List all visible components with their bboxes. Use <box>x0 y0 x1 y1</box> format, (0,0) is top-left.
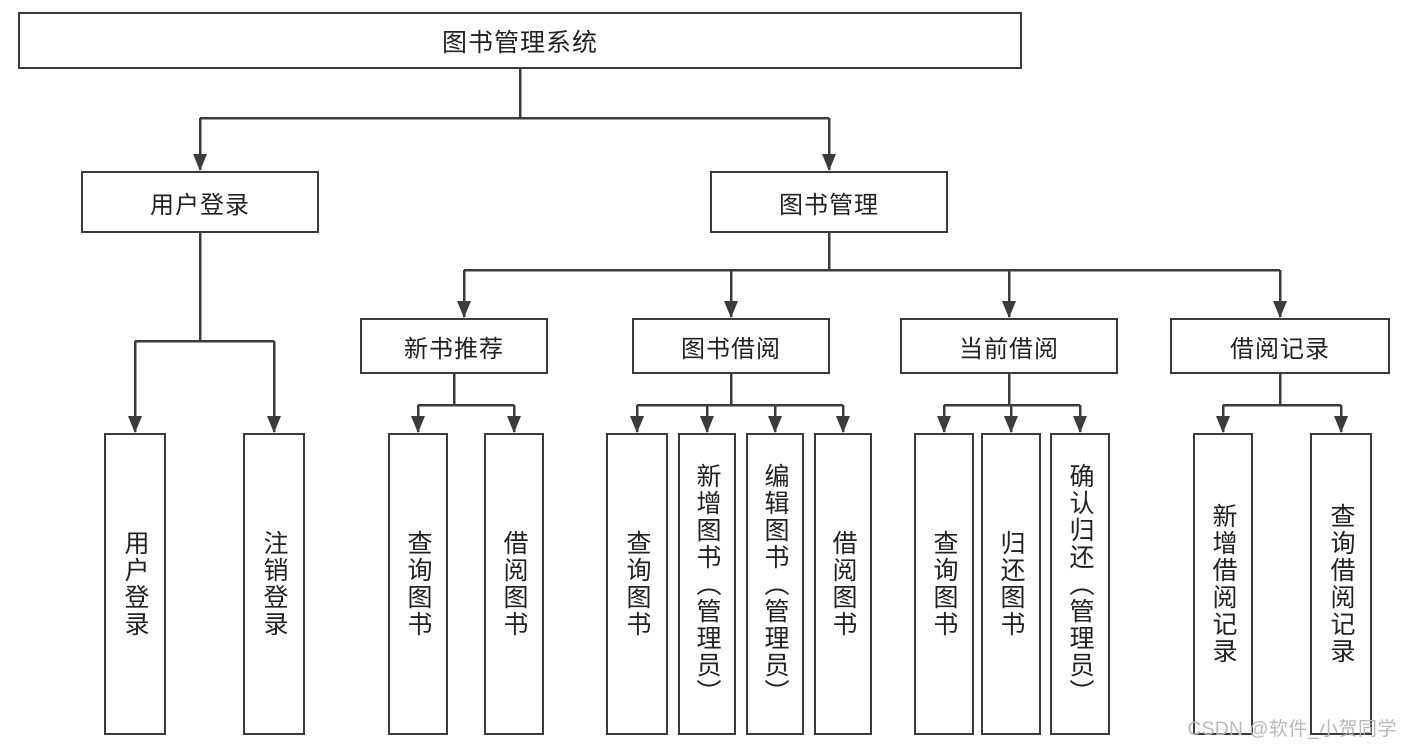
node-book-borrow[interactable]: 图书借阅 <box>632 318 830 374</box>
node-root-label: 图书管理系统 <box>441 28 598 57</box>
node-new-book-recommend[interactable]: 新书推荐 <box>360 318 548 374</box>
watermark: CSDN @软件_小贺同学 <box>1187 719 1397 740</box>
node-leaf-query-book-borrow[interactable]: 查询图书 <box>606 433 668 735</box>
node-leaf-add-book-admin-label: 新增图书（管理员） <box>693 462 721 706</box>
node-user-login[interactable]: 用户登录 <box>81 171 319 233</box>
node-new-book-recommend-label: 新书推荐 <box>404 335 504 363</box>
node-leaf-logout-login-label: 注销登录 <box>260 530 288 638</box>
node-book-borrow-label: 图书借阅 <box>681 335 781 363</box>
node-current-borrow-label: 当前借阅 <box>959 335 1059 363</box>
node-current-borrow[interactable]: 当前借阅 <box>900 318 1118 374</box>
node-book-manage[interactable]: 图书管理 <box>710 171 948 233</box>
node-leaf-query-borrow-record[interactable]: 查询借阅记录 <box>1310 433 1372 735</box>
node-borrow-record[interactable]: 借阅记录 <box>1170 318 1390 374</box>
node-leaf-add-book-admin[interactable]: 新增图书（管理员） <box>678 433 736 735</box>
node-leaf-edit-book-admin[interactable]: 编辑图书（管理员） <box>746 433 804 735</box>
node-leaf-borrow-book-borrow-label: 借阅图书 <box>829 530 857 638</box>
node-leaf-confirm-return-admin[interactable]: 确认归还（管理员） <box>1050 433 1110 735</box>
node-leaf-query-borrow-record-label: 查询借阅记录 <box>1327 503 1355 665</box>
node-leaf-query-book-recommend-label: 查询图书 <box>404 530 432 638</box>
node-leaf-query-book-borrow-label: 查询图书 <box>623 530 651 638</box>
node-leaf-query-book-current[interactable]: 查询图书 <box>914 433 974 735</box>
node-leaf-confirm-return-admin-label: 确认归还（管理员） <box>1066 462 1094 706</box>
node-leaf-borrow-book-recommend-label: 借阅图书 <box>500 530 528 638</box>
node-leaf-add-borrow-record[interactable]: 新增借阅记录 <box>1193 433 1253 735</box>
node-book-manage-label: 图书管理 <box>779 191 879 219</box>
node-user-login-label: 用户登录 <box>150 191 250 219</box>
node-leaf-return-book[interactable]: 归还图书 <box>981 433 1041 735</box>
node-leaf-query-book-recommend[interactable]: 查询图书 <box>388 433 448 735</box>
node-leaf-borrow-book-recommend[interactable]: 借阅图书 <box>484 433 544 735</box>
node-leaf-user-login-label: 用户登录 <box>121 530 149 638</box>
node-leaf-add-borrow-record-label: 新增借阅记录 <box>1209 503 1237 665</box>
node-borrow-record-label: 借阅记录 <box>1230 335 1330 363</box>
node-leaf-query-book-current-label: 查询图书 <box>930 530 958 638</box>
node-leaf-logout-login[interactable]: 注销登录 <box>243 433 305 735</box>
node-leaf-user-login[interactable]: 用户登录 <box>104 433 166 735</box>
node-root[interactable]: 图书管理系统 <box>18 12 1022 69</box>
node-leaf-edit-book-admin-label: 编辑图书（管理员） <box>761 462 789 706</box>
node-leaf-borrow-book-borrow[interactable]: 借阅图书 <box>814 433 872 735</box>
node-leaf-return-book-label: 归还图书 <box>997 530 1025 638</box>
